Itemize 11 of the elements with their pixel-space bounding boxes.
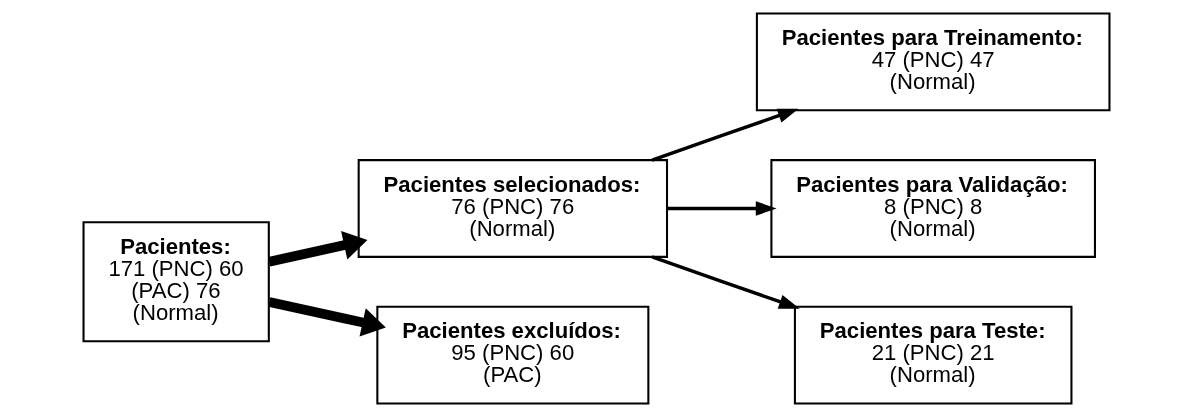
- node-box: Pacientes para Treinamento: 47 (PNC) 47 (Normal): [755, 12, 1111, 112]
- node-box: Pacientes para Validação: 8 (PNC) 8 (Normal): [770, 159, 1096, 258]
- node-box: Pacientes: 171 (PNC) 60 (PAC) 76 (Normal): [82, 221, 270, 343]
- arrow: [651, 255, 800, 309]
- node-box: Pacientes selecionados: 76 (PNC) 76 (Normal): [357, 159, 669, 258]
- node-box: Pacientes para Teste: 21 (PNC) 21 (Normal): [793, 305, 1073, 405]
- arrow: [651, 108, 799, 162]
- arrow: [268, 297, 386, 337]
- arrow: [667, 201, 777, 216]
- node-box: Pacientes excluídos: 95 (PNC) 60 (PAC): [376, 305, 650, 405]
- arrow: [268, 230, 368, 267]
